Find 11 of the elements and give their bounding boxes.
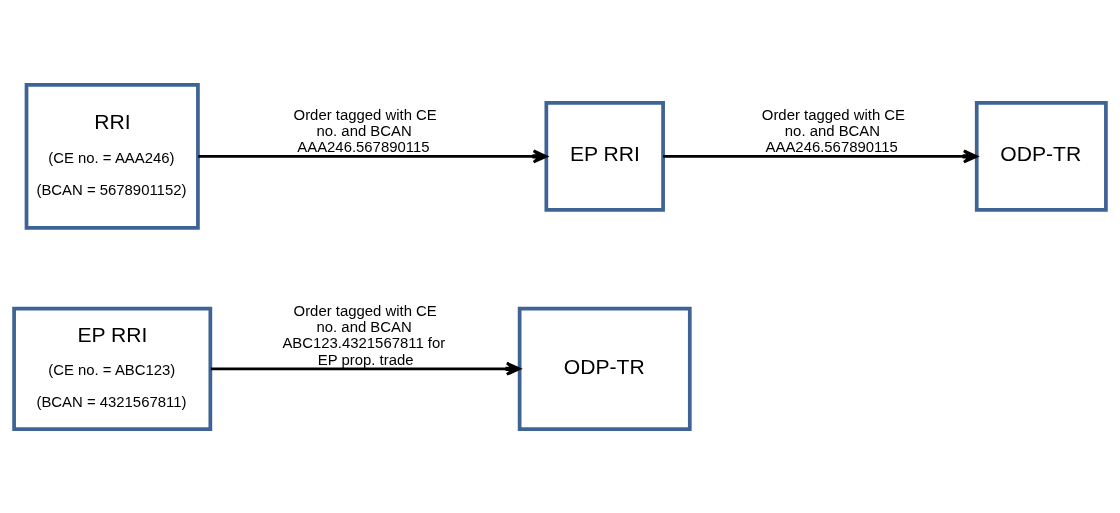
node-box: ODP-TR [974,100,1108,212]
edge-label: Order tagged with CE no. and BCAN AAA246.567890115 [293,106,437,155]
arrow [198,148,548,163]
node-box: EP RRI (CE no. = ABC123) (BCAN = 4321567811) [12,306,213,431]
edge-label: Order tagged with CE no. and BCAN AAA246.567890115 [761,106,906,155]
node-box: ODP-TR [517,306,692,431]
edge-label: Order tagged with CE no. and BCAN ABC123.4321567811 for EP prop. trade [282,302,446,368]
arrow [210,361,521,376]
arrow [663,148,978,163]
node-box: EP RRI [544,100,665,212]
node-box: RRI (CE no. = AAA246) (BCAN = 5678901152) [24,82,200,230]
